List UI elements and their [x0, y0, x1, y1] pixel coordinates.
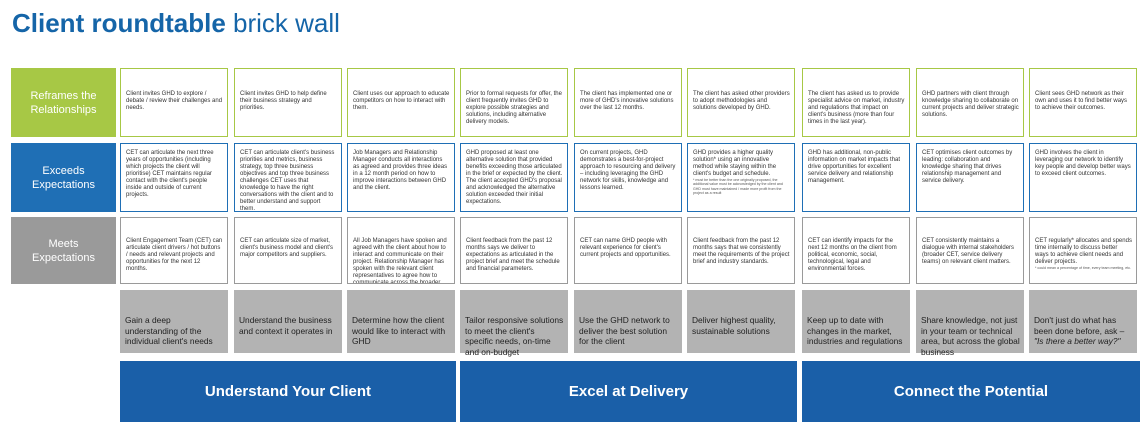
criteria-cell: Client invites GHD to help define their … [234, 68, 342, 137]
principle-text: Deliver highest quality, sustainable sol… [692, 315, 776, 336]
criteria-text: GHD provides a higher quality solution* … [693, 150, 777, 177]
criteria-text: CET optimises client outcomes by leading… [922, 150, 1013, 184]
criteria-cell: GHD has additional, non-public informati… [802, 143, 910, 212]
criteria-text: Client feedback from the past 12 months … [693, 238, 790, 265]
criteria-text: Prior to formal requests for offer, the … [466, 91, 562, 125]
principle-text: Share knowledge, not just in your team o… [921, 315, 1020, 357]
criteria-text: GHD has additional, non-public informati… [808, 150, 901, 184]
criteria-cell: CET consistently maintains a dialogue wi… [916, 217, 1024, 284]
criteria-cell: Client sees GHD network as their own and… [1029, 68, 1137, 137]
criteria-cell: The client has asked us to provide speci… [802, 68, 910, 137]
criteria-text: Client invites GHD to help define their … [240, 91, 327, 111]
row-label-exceeds-expectations: Exceeds Expectations [11, 143, 116, 212]
criteria-cell: CET optimises client outcomes by leading… [916, 143, 1024, 212]
principle-block: Determine how the client would like to i… [347, 290, 455, 353]
principle-block: Use the GHD network to deliver the best … [574, 290, 682, 353]
criteria-text: Client uses our approach to educate comp… [353, 91, 450, 111]
principle-text: Don't just do what has been done before,… [1034, 315, 1125, 336]
criteria-text: GHD partners with client through knowled… [922, 91, 1019, 118]
criteria-cell: GHD provides a higher quality solution* … [687, 143, 795, 212]
criteria-cell: The client has asked other providers to … [687, 68, 795, 137]
criteria-text: The client has asked other providers to … [693, 91, 790, 111]
criteria-footnote: * could mean a percentage of time, every… [1035, 266, 1132, 270]
criteria-cell: CET can articulate the next three years … [120, 143, 228, 212]
criteria-text: GHD proposed at least one alternative so… [466, 150, 563, 205]
criteria-text: Client Engagement Team (CET) can articul… [126, 238, 223, 272]
row-label-meets-expectations: Meets Expectations [11, 217, 116, 284]
principle-text: Use the GHD network to deliver the best … [579, 315, 670, 346]
criteria-cell: The client has implemented one or more o… [574, 68, 682, 137]
criteria-text: The client has implemented one or more o… [580, 91, 674, 111]
criteria-text: CET can articulate the next three years … [126, 150, 214, 198]
criteria-text: CET consistently maintains a dialogue wi… [922, 238, 1015, 265]
title-light: brick wall [233, 8, 340, 38]
criteria-text: GHD involves the client in leveraging ou… [1035, 150, 1131, 177]
principle-block: Don't just do what has been done before,… [1029, 290, 1137, 353]
principle-text: Gain a deep understanding of the individ… [125, 315, 213, 346]
banner-connect-the-potential: Connect the Potential [802, 361, 1140, 422]
criteria-cell: Client Engagement Team (CET) can articul… [120, 217, 228, 284]
criteria-text: Client feedback from the past 12 months … [466, 238, 560, 272]
banner-understand-your-client: Understand Your Client [120, 361, 456, 422]
principle-block: Tailor responsive solutions to meet the … [460, 290, 568, 357]
criteria-cell: CET can articulate client's business pri… [234, 143, 342, 212]
criteria-cell: Client feedback from the past 12 months … [687, 217, 795, 284]
criteria-text: Job Managers and Relationship Manager co… [353, 150, 448, 191]
criteria-text: CET can name GHD people with relevant ex… [580, 238, 671, 258]
criteria-cell: All Job Managers have spoken and agreed … [347, 217, 455, 284]
criteria-cell: CET can articulate size of market, clien… [234, 217, 342, 284]
criteria-text: CET can identify impacts for the next 12… [808, 238, 897, 272]
principle-emphasis: "Is there a better way?" [1034, 336, 1121, 346]
criteria-cell: GHD proposed at least one alternative so… [460, 143, 568, 212]
criteria-text: CET can articulate client's business pri… [240, 150, 335, 212]
principle-text: Determine how the client would like to i… [352, 315, 446, 346]
criteria-text: Client invites GHD to explore / debate /… [126, 91, 223, 111]
criteria-footnote: * must be better than the one originally… [693, 178, 783, 195]
principle-block: Gain a deep understanding of the individ… [120, 290, 228, 353]
criteria-cell: CET can identify impacts for the next 12… [802, 217, 910, 284]
criteria-text: On current projects, GHD demonstrates a … [580, 150, 676, 191]
principle-text: Tailor responsive solutions to meet the … [465, 315, 564, 357]
criteria-cell: On current projects, GHD demonstrates a … [574, 143, 682, 212]
criteria-cell: CET regularly* allocates and spends time… [1029, 217, 1137, 284]
criteria-cell: GHD partners with client through knowled… [916, 68, 1024, 137]
principle-block: Deliver highest quality, sustainable sol… [687, 290, 795, 353]
criteria-cell: Client uses our approach to educate comp… [347, 68, 455, 137]
criteria-cell: Client invites GHD to explore / debate /… [120, 68, 228, 137]
criteria-text: CET regularly* allocates and spends time… [1035, 238, 1132, 265]
criteria-cell: Job Managers and Relationship Manager co… [347, 143, 455, 212]
criteria-cell: CET can name GHD people with relevant ex… [574, 217, 682, 284]
criteria-text: The client has asked us to provide speci… [808, 91, 905, 125]
criteria-cell: Prior to formal requests for offer, the … [460, 68, 568, 137]
principle-block: Understand the business and context it o… [234, 290, 342, 353]
page-title: Client roundtable brick wall [12, 6, 340, 40]
principle-block: Keep up to date with changes in the mark… [802, 290, 910, 353]
criteria-text: Client sees GHD network as their own and… [1035, 91, 1128, 111]
principle-text: Understand the business and context it o… [239, 315, 333, 336]
principle-text: Keep up to date with changes in the mark… [807, 315, 903, 346]
title-bold: Client roundtable [12, 8, 226, 38]
criteria-cell: GHD involves the client in leveraging ou… [1029, 143, 1137, 212]
criteria-text: CET can articulate size of market, clien… [240, 238, 334, 258]
row-label-reframes-the-relationships: Reframes the Relationships [11, 68, 116, 137]
criteria-text: All Job Managers have spoken and agreed … [353, 238, 447, 284]
principle-block: Share knowledge, not just in your team o… [916, 290, 1024, 357]
criteria-cell: Client feedback from the past 12 months … [460, 217, 568, 284]
banner-excel-at-delivery: Excel at Delivery [460, 361, 797, 422]
